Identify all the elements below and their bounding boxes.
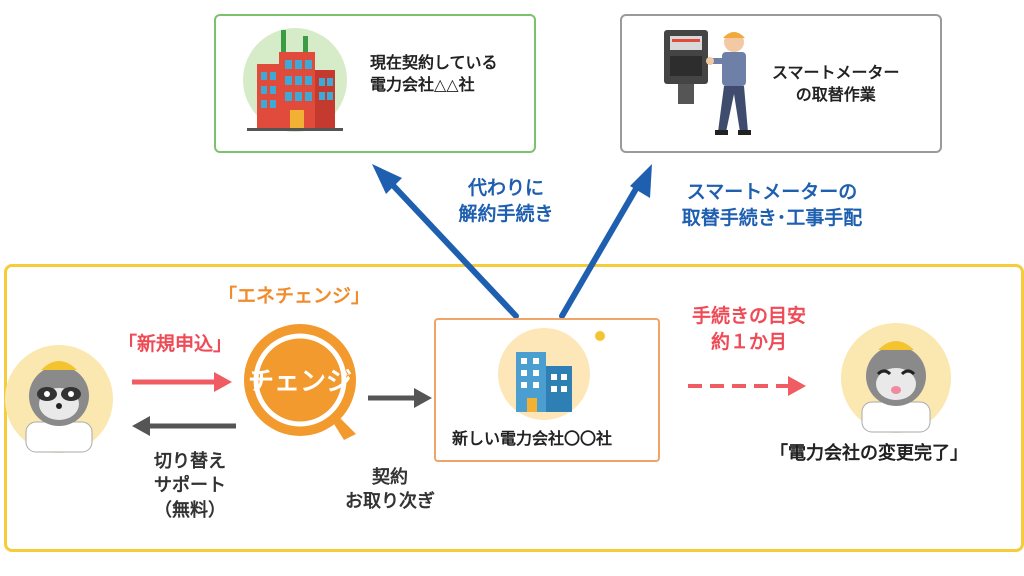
new-company-label: 新しい電力会社〇〇社 — [452, 429, 613, 448]
apply-arrowhead — [214, 372, 232, 392]
meter-arrow — [559, 179, 643, 319]
factory-icon — [243, 24, 347, 136]
support-line3: （無料） — [154, 499, 226, 521]
new-application-label: 「新規申込」 — [118, 333, 233, 355]
cancel-line1: 代わりに — [467, 177, 544, 199]
logo-text: チェンジ — [248, 367, 352, 397]
cancel-arrowhead — [372, 164, 402, 194]
cancel-arrow — [385, 177, 519, 319]
raccoon-avatar-left — [4, 344, 114, 454]
timeline-arrowhead — [788, 376, 806, 396]
current-company-line1: 現在契約している — [370, 53, 498, 72]
timeline-line1: 手続きの目安 — [691, 305, 806, 327]
cancel-procedure-label: 代わりに 解約手続き — [434, 176, 578, 227]
meter-procedure-line2: 取替手続き･工事手配 — [681, 206, 863, 229]
enechange-logo-icon: チェンジ — [240, 318, 360, 444]
contract-line2: お取り次ぎ — [345, 491, 435, 513]
new-company-building-icon — [494, 326, 594, 422]
meter-worker-icon — [660, 24, 770, 140]
sparkle-icon — [590, 326, 610, 346]
brand-label: 「エネチェンジ」 — [218, 285, 371, 307]
current-company-label: 現在契約している 電力会社△△社 — [370, 52, 498, 95]
meter-arrowhead — [630, 164, 652, 198]
support-line2: サポート — [154, 475, 226, 497]
complete-label: 「電力会社の変更完了」 — [770, 443, 968, 464]
support-label: 切り替え サポート （無料） — [130, 450, 250, 523]
timeline-line2: 約１か月 — [710, 330, 787, 353]
smart-meter-label: スマートメーター の取替作業 — [772, 62, 900, 105]
smart-meter-line1: スマートメーター — [772, 63, 900, 82]
current-company-line2: 電力会社△△社 — [370, 74, 475, 94]
cancel-line2: 解約手続き — [458, 202, 554, 225]
contract-line1: 契約 — [372, 467, 408, 488]
timeline-label: 手続きの目安 約１か月 — [664, 304, 834, 355]
raccoon-avatar-right — [840, 322, 952, 434]
smart-meter-line2: の取替作業 — [795, 84, 876, 104]
support-line1: 切り替え — [154, 451, 226, 472]
contract-label: 契約 お取り次ぎ — [330, 466, 450, 515]
support-arrowhead — [132, 416, 150, 436]
meter-procedure-line1: スマートメーターの — [686, 181, 858, 203]
meter-procedure-label: スマートメーターの 取替手続き･工事手配 — [652, 180, 892, 231]
contract-arrowhead — [414, 388, 432, 408]
